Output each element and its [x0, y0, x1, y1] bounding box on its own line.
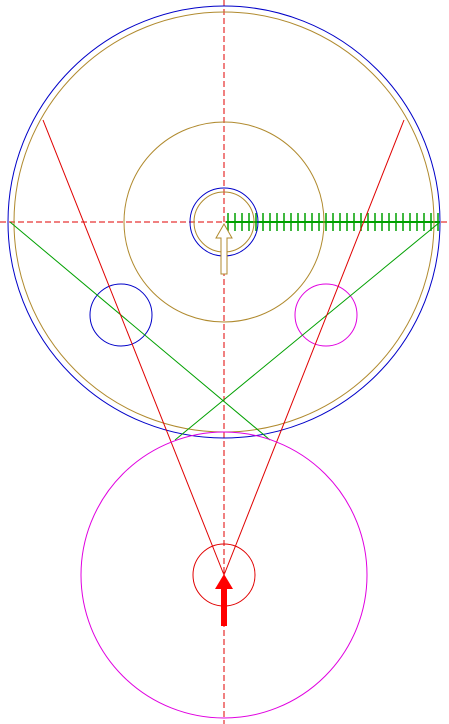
lower-wheel: [80, 431, 368, 719]
cross-line-right: [174, 221, 441, 441]
solid-up-arrow-icon: [215, 574, 233, 626]
radial-scale: [226, 213, 440, 231]
center-ring: [123, 121, 325, 323]
ray-line-right: [223, 119, 405, 576]
left-hole: [89, 283, 153, 347]
outline-up-arrow-icon: [215, 222, 233, 275]
ray-line-left: [42, 119, 225, 576]
cross-line-left: [9, 221, 271, 441]
right-hole: [294, 283, 358, 347]
